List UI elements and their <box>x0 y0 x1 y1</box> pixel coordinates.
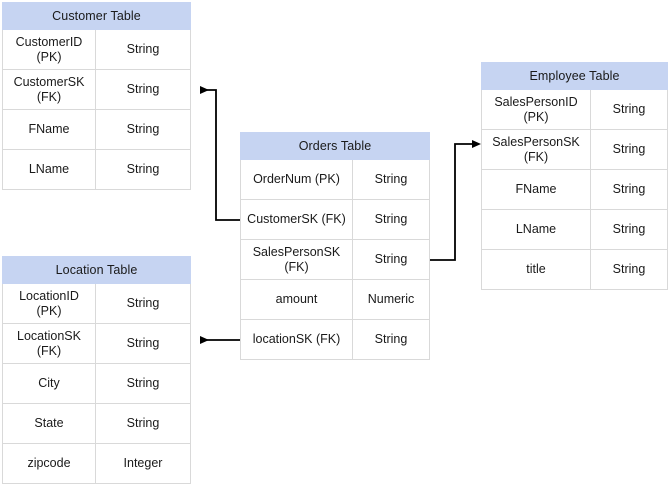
table-row[interactable]: LName String <box>481 210 668 250</box>
table-row[interactable]: SalesPersonID (PK) String <box>481 90 668 130</box>
field-type: String <box>612 222 646 237</box>
field-type: String <box>126 376 160 391</box>
field-name: FName <box>3 110 96 149</box>
field-name: City <box>3 364 96 403</box>
table-row[interactable]: FName String <box>481 170 668 210</box>
table-row[interactable]: SalesPersonSK (FK) String <box>481 130 668 170</box>
field-name: locationSK (FK) <box>241 320 353 359</box>
field-type: String <box>126 82 160 97</box>
field-name: CustomerSK (FK) <box>3 70 96 109</box>
table-row[interactable]: amount Numeric <box>240 280 430 320</box>
table-row[interactable]: LName String <box>2 150 191 190</box>
field-name: title <box>482 250 591 289</box>
field-type: String <box>374 212 408 227</box>
table-row[interactable]: title String <box>481 250 668 290</box>
table-employee[interactable]: Employee Table SalesPersonID (PK) String… <box>481 62 668 290</box>
field-name: OrderNum (PK) <box>241 160 353 199</box>
field-type: String <box>126 162 160 177</box>
table-customer[interactable]: Customer Table CustomerID (PK) String Cu… <box>2 2 191 190</box>
table-row[interactable]: SalesPersonSK (FK) String <box>240 240 430 280</box>
table-row[interactable]: State String <box>2 404 191 444</box>
connector-orders-to-employee <box>430 140 481 261</box>
field-type: String <box>126 416 160 431</box>
table-row[interactable]: zipcode Integer <box>2 444 191 484</box>
field-name: LName <box>482 210 591 249</box>
field-name: LocationID (PK) <box>3 284 96 323</box>
field-type: Integer <box>123 456 163 471</box>
table-row[interactable]: LocationID (PK) String <box>2 284 191 324</box>
field-name: amount <box>241 280 353 319</box>
field-name: LocationSK (FK) <box>3 324 96 363</box>
table-row[interactable]: CustomerSK (FK) String <box>240 200 430 240</box>
table-location-title: Location Table <box>2 256 191 284</box>
table-orders-title: Orders Table <box>240 132 430 160</box>
table-employee-title: Employee Table <box>481 62 668 90</box>
field-type: String <box>126 42 160 57</box>
field-name: SalesPersonID (PK) <box>482 90 591 129</box>
field-type: String <box>374 172 408 187</box>
table-orders[interactable]: Orders Table OrderNum (PK) String Custom… <box>240 132 430 360</box>
table-row[interactable]: LocationSK (FK) String <box>2 324 191 364</box>
field-type: String <box>612 262 646 277</box>
field-name: CustomerSK (FK) <box>241 200 353 239</box>
field-name: zipcode <box>3 444 96 483</box>
field-name: FName <box>482 170 591 209</box>
table-customer-title: Customer Table <box>2 2 191 30</box>
field-type: Numeric <box>367 292 415 307</box>
field-type: String <box>126 336 160 351</box>
table-row[interactable]: locationSK (FK) String <box>240 320 430 360</box>
field-type: String <box>126 296 160 311</box>
table-row[interactable]: CustomerSK (FK) String <box>2 70 191 110</box>
field-type: String <box>612 102 646 117</box>
field-name: SalesPersonSK (FK) <box>241 240 353 279</box>
field-name: CustomerID (PK) <box>3 30 96 69</box>
field-type: String <box>374 252 408 267</box>
table-row[interactable]: City String <box>2 364 191 404</box>
field-type: String <box>126 122 160 137</box>
field-name: SalesPersonSK (FK) <box>482 130 591 169</box>
table-row[interactable]: CustomerID (PK) String <box>2 30 191 70</box>
field-type: String <box>374 332 408 347</box>
field-type: String <box>612 182 646 197</box>
connector-orders-to-customer <box>200 86 240 221</box>
field-name: State <box>3 404 96 443</box>
table-location[interactable]: Location Table LocationID (PK) String Lo… <box>2 256 191 484</box>
field-type: String <box>612 142 646 157</box>
table-row[interactable]: FName String <box>2 110 191 150</box>
table-row[interactable]: OrderNum (PK) String <box>240 160 430 200</box>
field-name: LName <box>3 150 96 189</box>
